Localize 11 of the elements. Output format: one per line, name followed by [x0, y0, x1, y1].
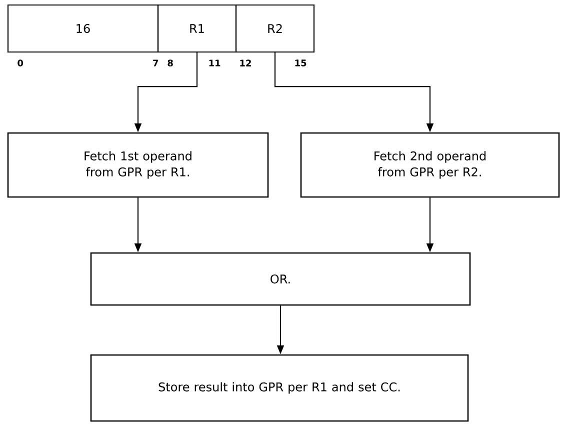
bit-number: 8: [168, 60, 173, 66]
field-box: R1: [157, 4, 237, 53]
field-box: 16: [7, 4, 159, 53]
bit-number: 12: [240, 60, 251, 66]
bit-number: 7: [153, 60, 158, 66]
bit-number: 11: [209, 60, 220, 66]
process-box: Store result into GPR per R1 and set CC.: [90, 354, 469, 422]
process-box: Fetch 2nd operand from GPR per R2.: [300, 132, 560, 198]
field-box: R2: [235, 4, 315, 53]
process-box: Fetch 1st operand from GPR per R1.: [7, 132, 269, 198]
process-box: OR.: [90, 252, 471, 306]
